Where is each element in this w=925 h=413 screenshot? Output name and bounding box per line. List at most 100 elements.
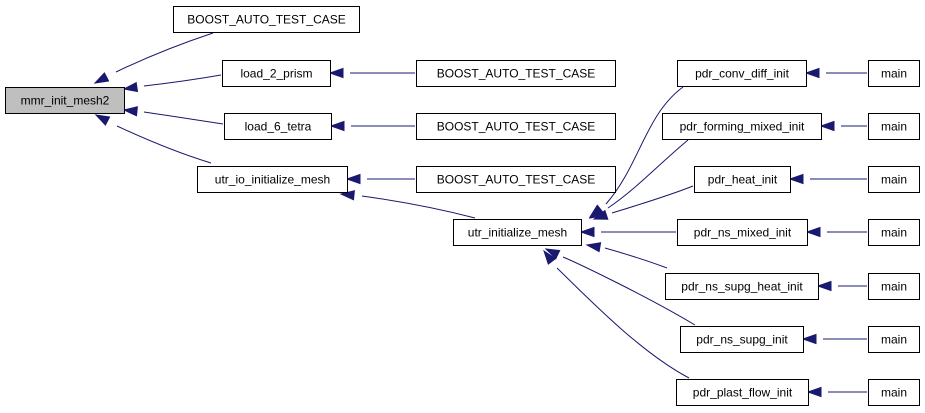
edge-pheat-to-utrinit (592, 185, 694, 220)
node-label: BOOST_AUTO_TEST_CASE (437, 67, 596, 81)
node-box[interactable] (662, 113, 822, 140)
graph-node-root[interactable]: mmr_init_mesh2 (5, 87, 125, 114)
edge-arrowhead (345, 173, 361, 185)
edge-arrowhead (816, 280, 832, 292)
edge-pnssh-to-utrinit (585, 242, 668, 269)
edge-line (143, 74, 222, 87)
node-label: pdr_ns_supg_init (696, 333, 788, 347)
graph-node-bat2[interactable]: BOOST_AUTO_TEST_CASE (416, 60, 616, 87)
edge-load6-to-root (122, 106, 224, 125)
node-box[interactable] (416, 60, 616, 87)
graph-node-pconv[interactable]: pdr_conv_diff_init (677, 60, 807, 87)
graph-node-load6[interactable]: load_6_tetra (224, 113, 332, 140)
edge-line (611, 185, 694, 214)
edge-arrowhead (122, 106, 138, 117)
edge-arrowhead (592, 209, 609, 220)
edge-m1-to-pconv (804, 67, 867, 79)
node-box[interactable] (868, 166, 920, 193)
edge-m7-to-pplast (806, 386, 867, 398)
node-box[interactable] (224, 113, 332, 140)
node-box[interactable] (868, 60, 920, 87)
edge-bat4-to-utrio (345, 173, 415, 185)
graph-node-m6[interactable]: main (868, 326, 920, 353)
graph-node-pplast[interactable]: pdr_plast_flow_init (676, 379, 809, 406)
node-label: utr_io_initialize_mesh (215, 173, 330, 187)
node-box[interactable] (677, 219, 808, 246)
node-label: main (881, 333, 907, 347)
edge-line (361, 195, 476, 219)
edge-utrinit-to-utrio (339, 190, 476, 219)
edge-line (116, 125, 212, 164)
edge-line (604, 247, 668, 269)
node-box[interactable] (416, 166, 616, 193)
edge-arrowhead (804, 67, 820, 79)
node-box[interactable] (222, 60, 331, 87)
edge-arrowhead (805, 226, 821, 238)
node-label: utr_initialize_mesh (468, 226, 567, 240)
node-label: mmr_init_mesh2 (21, 94, 110, 108)
edge-m3-to-pheat (788, 173, 867, 185)
graph-node-m1[interactable]: main (868, 60, 920, 87)
graph-node-pheat[interactable]: pdr_heat_init (694, 166, 791, 193)
node-label: main (881, 120, 907, 134)
node-box[interactable] (665, 273, 819, 300)
graph-node-pnss[interactable]: pdr_ns_supg_init (680, 326, 804, 353)
node-box[interactable] (680, 326, 804, 353)
graph-node-utrinit[interactable]: utr_initialize_mesh (453, 219, 582, 246)
graph-node-utrio[interactable]: utr_io_initialize_mesh (197, 166, 348, 193)
edge-line (605, 86, 684, 205)
edge-arrowhead (543, 249, 557, 265)
node-box[interactable] (453, 219, 582, 246)
graph-node-pform[interactable]: pdr_forming_mixed_init (662, 113, 822, 140)
edge-arrowhead (329, 120, 345, 132)
graph-node-pnsmix[interactable]: pdr_ns_mixed_init (677, 219, 808, 246)
node-label: pdr_conv_diff_init (695, 67, 790, 81)
edge-m4-to-pnsmix (805, 226, 868, 238)
edge-arrowhead (122, 81, 139, 93)
edge-arrowhead (544, 248, 561, 260)
graph-node-load2[interactable]: load_2_prism (222, 60, 331, 87)
edge-arrowhead (806, 386, 822, 398)
node-label: main (881, 173, 907, 187)
node-label: BOOST_AUTO_TEST_CASE (437, 120, 596, 134)
node-box[interactable] (197, 166, 348, 193)
edge-m2-to-pform (819, 120, 867, 132)
graph-node-m2[interactable]: main (868, 113, 920, 140)
graph-node-m4[interactable]: main (868, 219, 920, 246)
node-box[interactable] (416, 113, 616, 140)
node-box[interactable] (868, 113, 920, 140)
edge-arrowhead (788, 173, 804, 185)
graph-node-bat4[interactable]: BOOST_AUTO_TEST_CASE (416, 166, 616, 193)
node-box[interactable] (868, 219, 920, 246)
graph-node-m3[interactable]: main (868, 166, 920, 193)
node-label: main (881, 280, 907, 294)
edge-arrowhead (328, 67, 344, 79)
node-label: pdr_ns_mixed_init (694, 226, 792, 240)
edge-pplast-to-utrinit (543, 249, 690, 379)
graph-node-m5[interactable]: main (868, 273, 920, 300)
graph-node-pnssh[interactable]: pdr_ns_supg_heat_init (665, 273, 819, 300)
node-box[interactable] (677, 60, 807, 87)
graph-node-bat3[interactable]: BOOST_AUTO_TEST_CASE (416, 113, 616, 140)
node-box[interactable] (173, 6, 360, 33)
node-box[interactable] (868, 379, 920, 406)
graph-node-bat1[interactable]: BOOST_AUTO_TEST_CASE (173, 6, 360, 33)
edge-arrowhead (94, 114, 111, 126)
edge-arrowhead (579, 226, 595, 238)
edge-arrowhead (93, 72, 110, 84)
node-label: main (881, 67, 907, 81)
edge-bat2-to-load2 (328, 67, 415, 79)
node-label: main (881, 386, 907, 400)
edge-pnsmix-to-utrinit (579, 226, 677, 238)
node-box[interactable] (676, 379, 809, 406)
node-box[interactable] (868, 273, 920, 300)
edge-arrowhead (585, 242, 602, 253)
graph-node-m7[interactable]: main (868, 379, 920, 406)
node-box[interactable] (694, 166, 791, 193)
node-box[interactable] (5, 87, 125, 114)
node-label: main (881, 226, 907, 240)
edge-bat3-to-load6 (329, 120, 415, 132)
node-box[interactable] (868, 326, 920, 353)
